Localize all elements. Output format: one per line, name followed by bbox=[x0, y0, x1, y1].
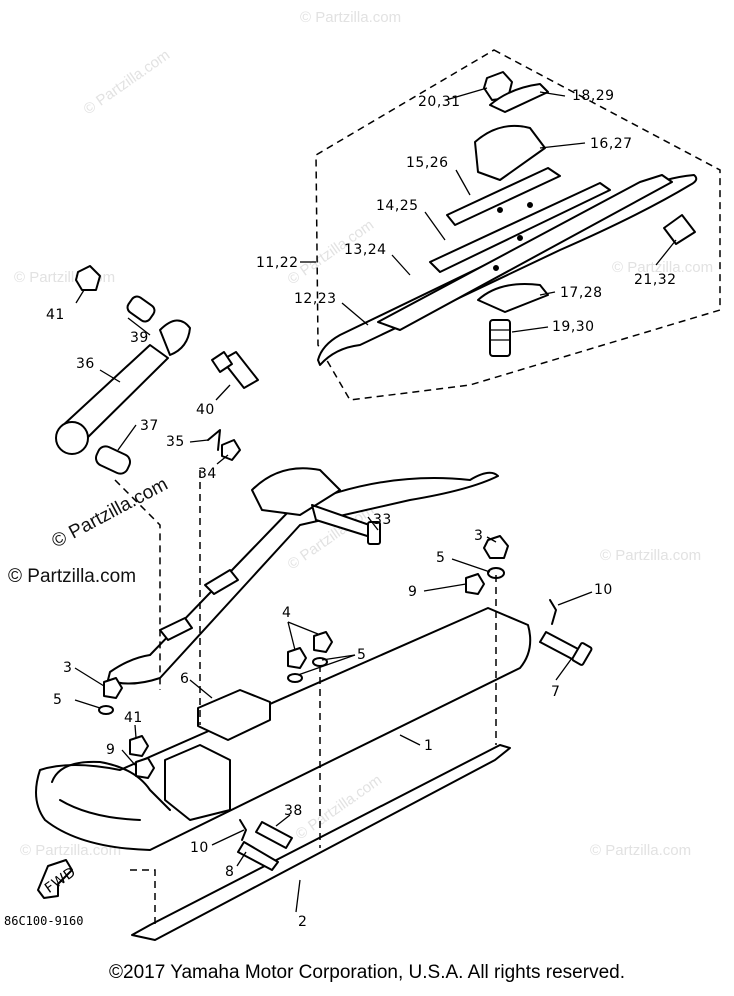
callout-10-right: 10 bbox=[594, 582, 613, 598]
pin-10-left bbox=[239, 819, 247, 841]
callout-5-right: 5 bbox=[436, 550, 445, 566]
callout-10-left: 10 bbox=[190, 840, 209, 856]
spacer-9 bbox=[465, 573, 485, 595]
callout-41-bottom: 41 bbox=[124, 710, 143, 726]
callout-34: 34 bbox=[198, 466, 217, 482]
callout-3-left: 3 bbox=[63, 660, 72, 676]
watermark: © Partzilla.com bbox=[300, 9, 401, 26]
pin-35 bbox=[207, 429, 221, 451]
nut-34 bbox=[221, 439, 241, 461]
collar-37 bbox=[94, 445, 132, 475]
callout-13-24: 13,24 bbox=[344, 242, 387, 258]
callout-21-32: 21,32 bbox=[634, 272, 677, 288]
callout-12-23: 12,23 bbox=[294, 291, 337, 307]
watermark: © Partzilla.com bbox=[81, 46, 174, 118]
watermark-dark: © Partzilla.com bbox=[8, 566, 136, 587]
ski-1 bbox=[35, 607, 532, 851]
ski-body bbox=[35, 535, 593, 941]
callout-5-center: 5 bbox=[357, 647, 366, 663]
callout-9-left: 9 bbox=[106, 742, 115, 758]
callout-16-27: 16,27 bbox=[590, 136, 633, 152]
runner-2 bbox=[131, 744, 511, 941]
callout-8: 8 bbox=[225, 864, 234, 880]
callout-2: 2 bbox=[298, 914, 307, 930]
watermark: © Partzilla.com bbox=[612, 259, 713, 276]
part-code: 86C100-9160 bbox=[4, 914, 83, 928]
callout-20-31: 20,31 bbox=[418, 94, 461, 110]
watermark-dark: © Partzilla.com bbox=[48, 474, 171, 553]
assembly-guide-lines bbox=[114, 470, 497, 925]
watermark: © Partzilla.com bbox=[20, 842, 121, 859]
bolt-38 bbox=[255, 821, 293, 849]
callout-1: 1 bbox=[424, 738, 433, 754]
callout-36: 36 bbox=[76, 356, 95, 372]
callout-5-left: 5 bbox=[53, 692, 62, 708]
leaf-spring-assembly-exploded bbox=[317, 71, 698, 366]
bracket-6 bbox=[197, 689, 271, 741]
callout-labels: 20,31 18,29 16,27 15,26 14,25 13,24 11,2… bbox=[46, 88, 677, 930]
callout-18-29: 18,29 bbox=[572, 88, 615, 104]
callout-14-25: 14,25 bbox=[376, 198, 419, 214]
collar-39 bbox=[126, 295, 156, 323]
nut-3 bbox=[483, 535, 509, 559]
callout-11-22: 11,22 bbox=[256, 255, 299, 271]
callout-9-right: 9 bbox=[408, 584, 417, 600]
callout-7: 7 bbox=[551, 684, 560, 700]
callout-6: 6 bbox=[180, 671, 189, 687]
callout-39: 39 bbox=[130, 330, 149, 346]
watermark: © Partzilla.com bbox=[590, 842, 691, 859]
copyright-notice: ©2017 Yamaha Motor Corporation, U.S.A. A… bbox=[109, 962, 625, 983]
callout-19-30: 19,30 bbox=[552, 319, 595, 335]
callout-38: 38 bbox=[284, 803, 303, 819]
bolt-8 bbox=[237, 841, 279, 871]
callout-37: 37 bbox=[140, 418, 159, 434]
callout-15-26: 15,26 bbox=[406, 155, 449, 171]
callout-4: 4 bbox=[282, 605, 291, 621]
callout-3-right: 3 bbox=[474, 528, 483, 544]
callout-35: 35 bbox=[166, 434, 185, 450]
nut-41-top bbox=[75, 265, 101, 291]
nut-3-left bbox=[103, 677, 123, 699]
callout-17-28: 17,28 bbox=[560, 285, 603, 301]
callout-33: 33 bbox=[373, 512, 392, 528]
pin-10 bbox=[549, 599, 557, 625]
forward-direction-marker: FWD bbox=[37, 859, 79, 899]
watermark: © Partzilla.com bbox=[600, 547, 701, 564]
exploded-box-outline bbox=[315, 49, 721, 401]
callout-40: 40 bbox=[196, 402, 215, 418]
shock-absorber-assembly bbox=[55, 265, 259, 475]
callout-41-top: 41 bbox=[46, 307, 65, 323]
leader-lines bbox=[74, 87, 677, 913]
